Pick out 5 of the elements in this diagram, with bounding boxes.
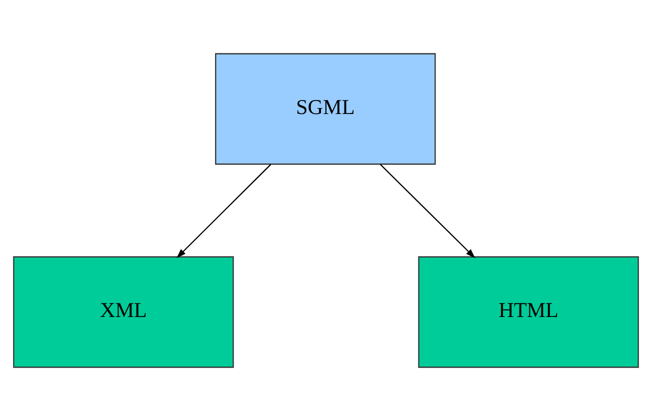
node-box: SGML (214, 52, 436, 164)
node-box: HTML (418, 256, 638, 368)
node-box: XML (12, 256, 234, 368)
arrow (379, 164, 475, 258)
arrow (176, 164, 271, 258)
